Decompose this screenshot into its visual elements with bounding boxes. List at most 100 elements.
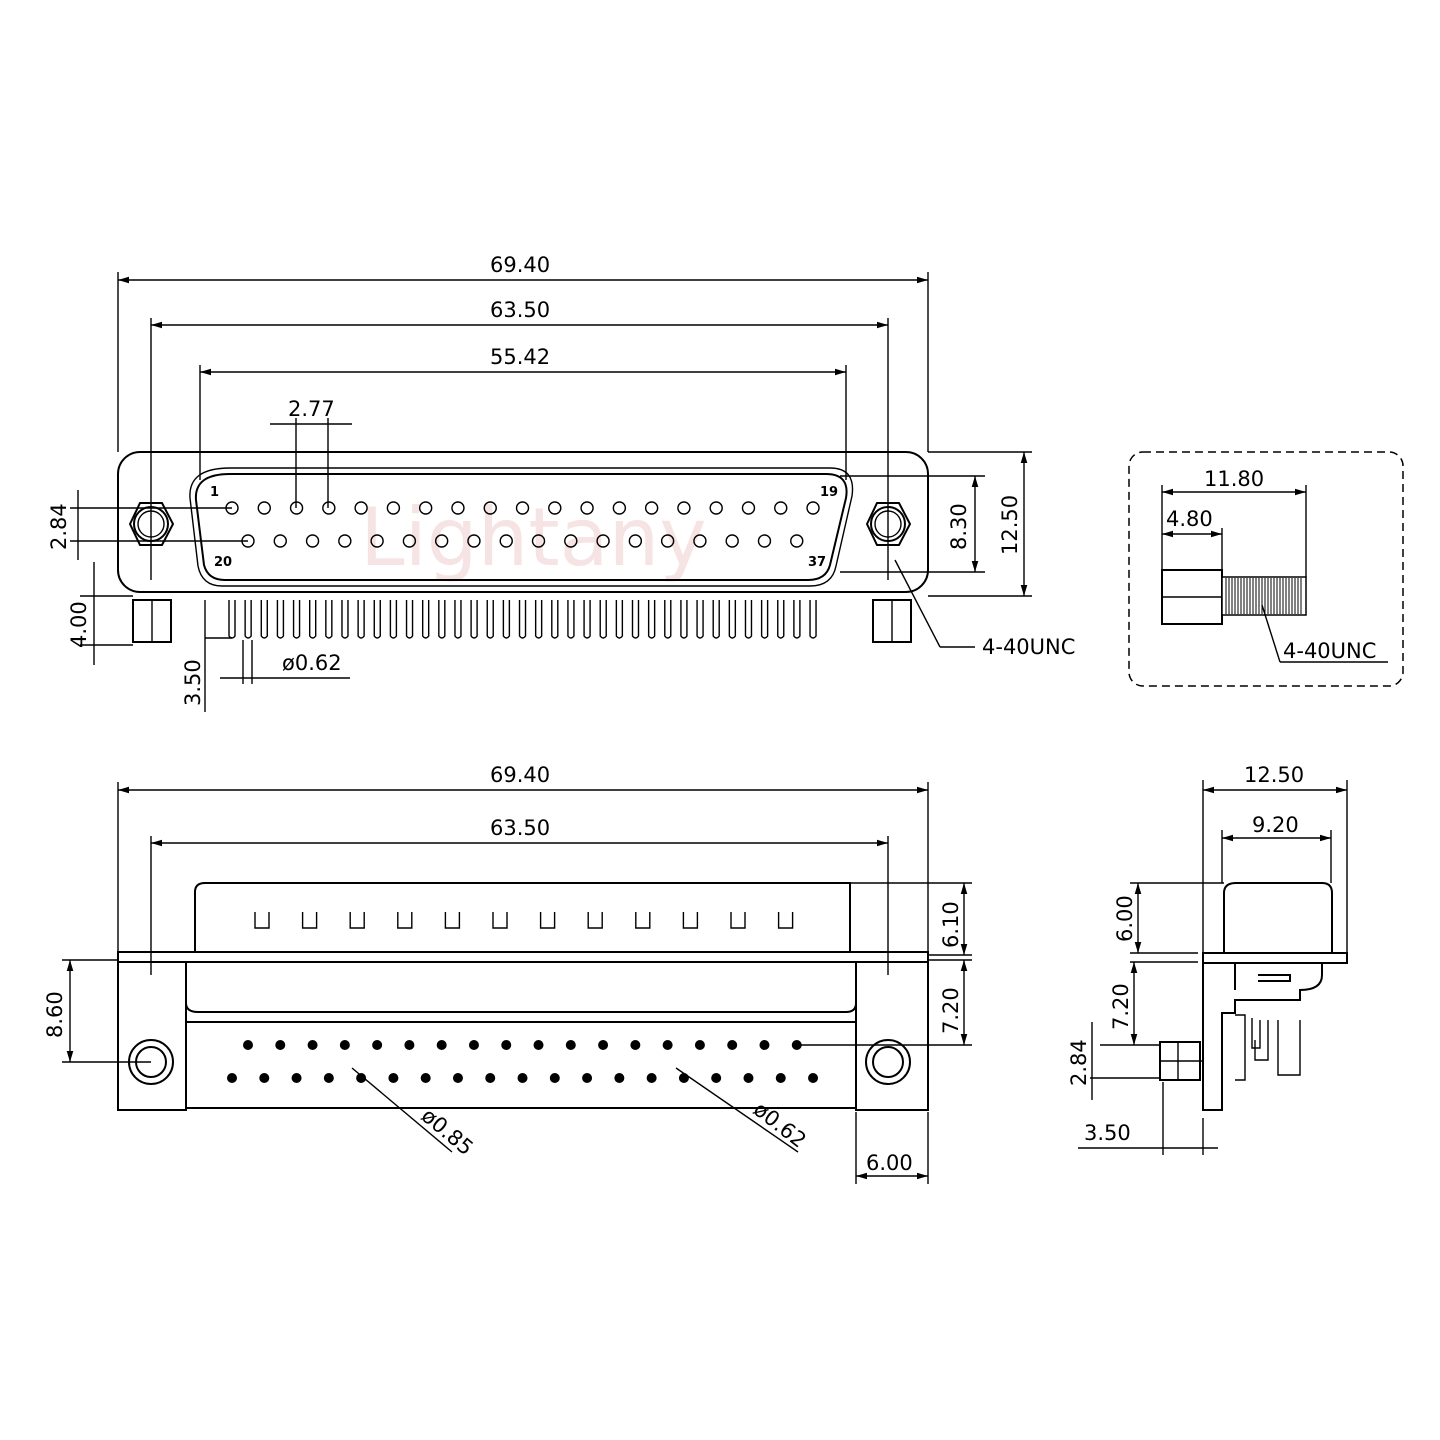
solder-tail (696, 600, 704, 639)
contact-slot (349, 912, 365, 929)
solder-tail (438, 600, 446, 639)
solder-tail (631, 600, 640, 639)
pcb-hole (517, 1073, 528, 1083)
pin-contact (370, 534, 384, 548)
pin-contact (596, 534, 610, 548)
dim-mount-pitch: 63.50 (490, 816, 550, 840)
solder-tail (809, 600, 817, 639)
pin-contact (774, 501, 788, 515)
dim-side-body-depth: 7.20 (1109, 983, 1133, 1030)
pin-contact (628, 534, 643, 548)
solder-tail (712, 600, 720, 639)
solder-tail (357, 600, 365, 639)
pcb-hole (227, 1073, 237, 1083)
solder-tail (244, 600, 252, 639)
contact-slot (635, 912, 651, 929)
pcb-hole (404, 1040, 415, 1050)
dim-side-shell-width: 9.20 (1252, 813, 1299, 837)
pcb-hole (598, 1040, 609, 1050)
pin-contact (354, 501, 368, 515)
pin-contact (806, 501, 820, 515)
pcb-hole (485, 1073, 496, 1083)
contact-slot (444, 912, 461, 929)
solder-tail (341, 600, 349, 639)
pin-contact (386, 501, 401, 515)
pin-contact (273, 534, 287, 548)
pcb-hole (275, 1040, 286, 1050)
front-view: 1 19 20 37 69.40 63.50 55.42 2.77 2.84 8… (47, 253, 1075, 712)
dim-side-row-spacing: 2.84 (1067, 1039, 1091, 1086)
dim-tail-length: 3.50 (181, 659, 205, 706)
pin-label: 1 (210, 485, 219, 500)
pin-contact (418, 501, 433, 515)
solder-tail (309, 600, 317, 639)
pcb-hole (694, 1040, 705, 1050)
pcb-hole (468, 1040, 479, 1050)
solder-tail (276, 600, 285, 639)
pin-contact (548, 501, 562, 515)
pin-contact (580, 501, 594, 515)
pcb-hole (372, 1040, 383, 1050)
solder-tail (777, 600, 785, 639)
pin-contact (709, 501, 723, 515)
contact-slot (777, 912, 794, 929)
contact-slot (301, 912, 318, 929)
thread-callout: 4-40UNC (982, 635, 1075, 659)
dim-side-shell-depth: 6.00 (1113, 895, 1137, 942)
solder-tail (599, 600, 607, 639)
pcb-hole (259, 1073, 270, 1083)
thread-callout: 4-40UNC (1283, 639, 1376, 663)
pin-contact (693, 534, 707, 548)
solder-tail (567, 600, 575, 639)
solder-tail (728, 600, 737, 639)
pcb-hole (775, 1073, 786, 1083)
pin-contact (322, 501, 336, 515)
pin-contact (305, 534, 320, 548)
pcb-hole (388, 1073, 399, 1083)
pcb-hole (662, 1040, 673, 1050)
pin-contact (757, 534, 772, 548)
pcb-hole (808, 1073, 819, 1083)
pin-contact (467, 534, 481, 548)
solder-tail (680, 600, 688, 639)
pcb-hole (291, 1073, 302, 1083)
pcb-hole (420, 1073, 431, 1083)
contact-slot (254, 912, 270, 929)
pin-contact (483, 501, 497, 515)
dim-bracket-width: 6.00 (866, 1151, 913, 1175)
solder-tail (744, 600, 753, 639)
pin-label: 19 (820, 485, 838, 500)
dim-total-length: 11.80 (1204, 467, 1264, 491)
solder-tail (389, 600, 398, 639)
pin-contact (564, 534, 578, 548)
dim-flange-height: 12.50 (998, 495, 1022, 555)
dim-overall-width: 69.40 (490, 253, 550, 277)
dim-hole-large: ø0.85 (417, 1103, 478, 1160)
contact-slot (492, 912, 508, 929)
dim-tail-diameter: ø0.62 (282, 651, 342, 675)
pcb-hole (452, 1073, 463, 1083)
solder-tail (615, 600, 624, 639)
pin-contact (531, 534, 546, 548)
solder-tail (470, 600, 478, 639)
pcb-hole (436, 1040, 447, 1050)
pcb-hole (743, 1073, 754, 1083)
solder-tail (664, 600, 672, 639)
solder-tail (421, 600, 430, 639)
dim-shell-depth: 6.10 (939, 901, 963, 948)
pcb-hole (630, 1040, 641, 1050)
pcb-hole (614, 1073, 625, 1083)
pcb-hole (549, 1073, 560, 1083)
dim-side-tail-offset: 3.50 (1084, 1121, 1131, 1145)
solder-tail (760, 600, 769, 639)
contact-slot (539, 912, 556, 929)
dim-overall-width: 69.40 (490, 763, 550, 787)
pin-contact (741, 501, 756, 515)
solder-tail (502, 600, 511, 639)
pin-contact (338, 534, 352, 548)
pin-contact (257, 501, 271, 515)
dim-hex-length: 4.80 (1166, 507, 1213, 531)
pcb-hole (323, 1073, 334, 1083)
solder-tail (551, 600, 559, 639)
